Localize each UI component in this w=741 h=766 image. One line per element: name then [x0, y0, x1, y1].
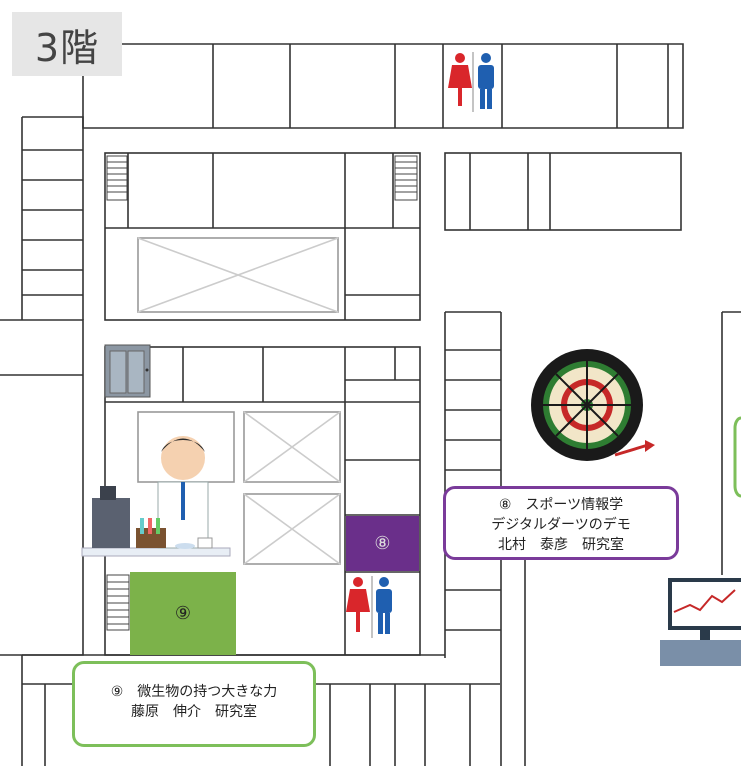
- exhibit-8-title: ⑧ スポーツ情報学: [498, 497, 624, 513]
- top-wing: [82, 43, 684, 129]
- dartboard-icon: [531, 349, 655, 461]
- floor-label: 3階: [12, 12, 122, 76]
- exhibit-9-callout[interactable]: ⑨ 微生物の持つ大きな力 藤原 伸介 研究室: [72, 661, 316, 747]
- stairs-icon: [106, 155, 128, 201]
- room-9[interactable]: [130, 572, 236, 655]
- computer-icon: [660, 578, 741, 666]
- exhibit-9-title: ⑨ 微生物の持つ大きな力: [110, 684, 278, 700]
- exhibit-9-lab: 藤原 伸介 研究室: [131, 704, 257, 720]
- room-9-number: ⑨: [174, 603, 192, 624]
- room-8-number: ⑧: [374, 533, 391, 554]
- stairs-icon: [394, 155, 418, 201]
- elevator-icon: [104, 344, 151, 398]
- exhibit-8-callout[interactable]: ⑧ スポーツ情報学 デジタルダーツのデモ 北村 泰彦 研究室: [443, 486, 679, 560]
- restroom-icon: [346, 576, 392, 638]
- room-8[interactable]: [346, 516, 419, 571]
- scientist-icon: [81, 436, 231, 557]
- offscreen-callout: [733, 416, 741, 498]
- exhibit-8-subtitle: デジタルダーツのデモ: [491, 517, 631, 533]
- restroom-icon: [448, 52, 494, 112]
- exhibit-8-lab: 北村 泰彦 研究室: [498, 537, 624, 553]
- stairs-icon: [106, 574, 130, 631]
